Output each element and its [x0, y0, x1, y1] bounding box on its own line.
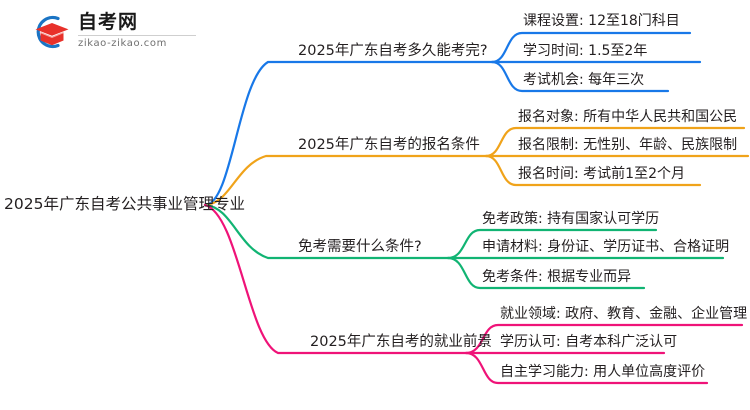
- leaf-label-1-2[interactable]: 学习时间: 1.5至2年: [523, 43, 648, 59]
- leaf-label-2-2[interactable]: 报名限制: 无性别、年龄、民族限制: [518, 137, 738, 153]
- branch-label-3[interactable]: 免考需要什么条件?: [298, 239, 422, 255]
- leaf-label-4-1[interactable]: 就业领域: 政府、教育、金融、企业管理: [500, 306, 748, 322]
- graduation-cap-logo-icon: [28, 12, 74, 52]
- leaf-label-3-3[interactable]: 免考条件: 根据专业而异: [482, 269, 632, 285]
- site-logo: 自考网 zikao-zikao.com: [28, 10, 203, 54]
- leaf-label-2-3[interactable]: 报名时间: 考试前1至2个月: [518, 166, 685, 182]
- branch-label-2[interactable]: 2025年广东自考的报名条件: [298, 137, 480, 153]
- leaf-label-3-2[interactable]: 申请材料: 身份证、学历证书、合格证明: [482, 239, 730, 255]
- branch-connector-4: [203, 203, 744, 385]
- branch-label-1[interactable]: 2025年广东自考多久能考完?: [298, 43, 488, 59]
- leaf-label-4-3[interactable]: 自主学习能力: 用人单位高度评价: [500, 364, 706, 380]
- logo-wordmark: 自考网 zikao-zikao.com: [78, 10, 203, 52]
- leaf-label-4-2[interactable]: 学历认可: 自考本科广泛认可: [500, 334, 678, 350]
- leaf-label-2-1[interactable]: 报名对象: 所有中华人民共和国公民: [518, 109, 738, 125]
- logo-name-cn: 自考网: [78, 11, 139, 33]
- branch-connector-2: [203, 126, 750, 207]
- branch-connector-1: [203, 31, 702, 207]
- branch-connector-3: [203, 203, 725, 290]
- logo-domain: zikao-zikao.com: [78, 38, 167, 49]
- leaf-label-3-1[interactable]: 免考政策: 持有国家认可学历: [482, 211, 660, 227]
- leaf-label-1-3[interactable]: 考试机会: 每年三次: [523, 72, 645, 88]
- root-node-label[interactable]: 2025年广东自考公共事业管理专业: [4, 195, 245, 213]
- branch-label-4[interactable]: 2025年广东自考的就业前景: [310, 334, 492, 350]
- leaf-label-1-1[interactable]: 课程设置: 12至18门科目: [523, 13, 680, 29]
- logo-divider: [78, 35, 196, 36]
